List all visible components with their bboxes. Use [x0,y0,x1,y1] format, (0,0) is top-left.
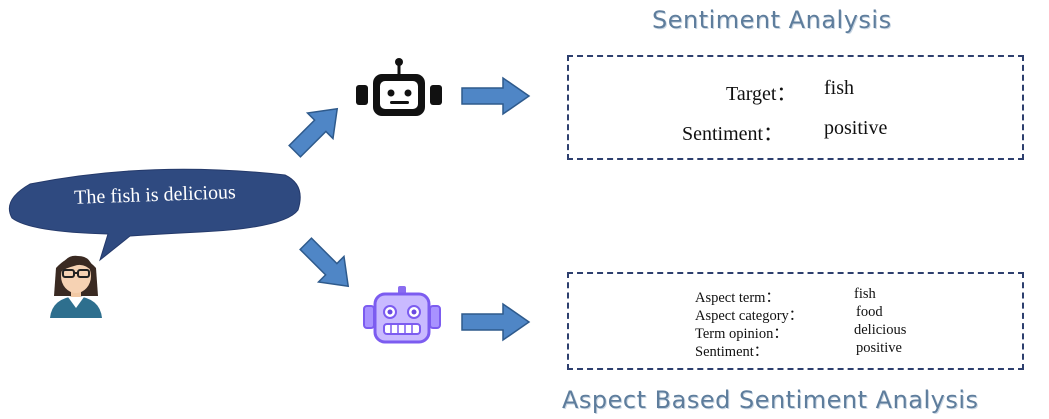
absa-sentiment-value: positive [856,340,902,356]
term-opinion-label: Term opinion： [695,326,788,342]
sentiment-value: positive [824,117,888,139]
speech-bubble [8,168,301,262]
sentiment-label: Sentiment： [682,123,784,145]
robot-icon [356,58,442,116]
aspect-category-label: Aspect category： [695,308,804,324]
target-label: Target： [726,83,797,105]
arrow-right-bottom [461,302,531,342]
term-opinion-value: delicious [854,322,907,338]
sentiment-analysis-title: Sentiment Analysis [652,6,892,34]
aspect-category-value: food [856,304,883,320]
target-value: fish [824,77,854,99]
aspect-result-box: Aspect term： fish Aspect category： food … [567,272,1024,370]
aspect-based-title: Aspect Based Sentiment Analysis [562,386,979,414]
aspect-term-label: Aspect term： [695,290,780,306]
arrow-up-right [288,107,339,158]
sentiment-result-box: Target： fish Sentiment： positive [567,55,1024,160]
user-avatar-icon [50,255,102,318]
robot-icon [363,286,441,344]
arrow-right-top [461,76,531,116]
absa-sentiment-label: Sentiment： [695,344,769,360]
arrow-down-right [299,237,350,288]
aspect-term-value: fish [854,286,876,302]
